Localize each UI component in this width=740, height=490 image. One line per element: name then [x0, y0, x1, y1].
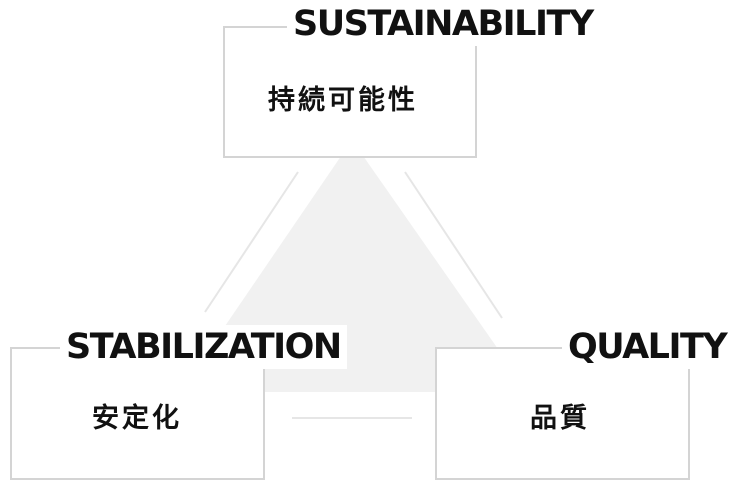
guide-line-right: [404, 171, 503, 319]
sustainability-title: SUSTAINABILITY: [287, 2, 599, 46]
sustainability-box: [223, 26, 477, 158]
sustainability-subtitle: 持続可能性: [268, 85, 418, 116]
stabilization-box: [10, 347, 265, 480]
stabilization-subtitle: 安定化: [92, 403, 182, 434]
stabilization-title: STABILIZATION: [60, 325, 347, 369]
quality-subtitle: 品質: [530, 403, 590, 434]
quality-box: [435, 347, 690, 480]
guide-line-left: [204, 171, 299, 313]
quality-title: QUALITY: [562, 325, 733, 369]
